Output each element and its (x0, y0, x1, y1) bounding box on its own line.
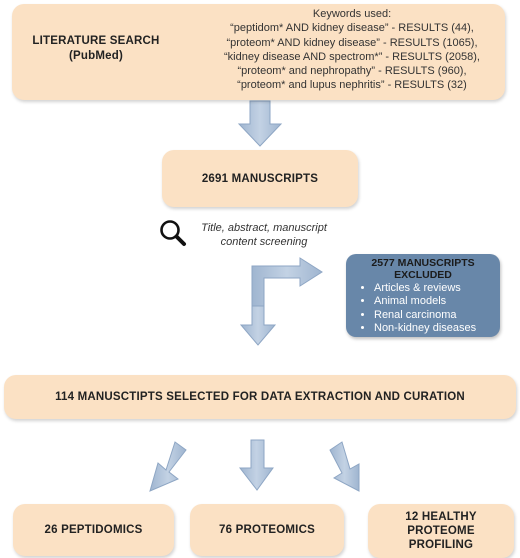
search-title-line1: LITERATURE SEARCH (32, 35, 160, 47)
healthy-line1: 12 HEALTHY (405, 511, 477, 523)
arrow-to-peptidomics (149, 441, 187, 492)
excluded-reason: Renal carcinoma (374, 309, 500, 322)
arrow-to-selected (239, 305, 277, 346)
excluded-reason: Animal models (374, 295, 500, 308)
healthy-proteome-box: 12 HEALTHY PROTEOME PROFILING (368, 504, 514, 558)
screening-line1: Title, abstract, manuscript (201, 222, 327, 234)
excluded-title-line1: 2577 MANUSCRIPTS (371, 257, 475, 269)
peptidomics-box: 26 PEPTIDOMICS (13, 504, 174, 556)
literature-search-title: LITERATURE SEARCH (PubMed) (16, 34, 176, 64)
arrow-to-healthy (329, 441, 360, 492)
excluded-box: 2577 MANUSCRIPTS EXCLUDED Articles & rev… (346, 254, 500, 337)
selected-label: 114 MANUSCTIPTS SELECTED FOR DATA EXTRAC… (55, 391, 465, 403)
excluded-title-line2: EXCLUDED (394, 269, 452, 281)
healthy-proteome-label: 12 HEALTHY PROTEOME PROFILING (405, 510, 476, 552)
keyword-item: “peptidom* AND kidney disease” - RESULTS… (230, 22, 474, 35)
peptidomics-label: 26 PEPTIDOMICS (44, 524, 143, 536)
arrow-to-proteomics (238, 439, 274, 491)
selected-manuscripts-box: 114 MANUSCTIPTS SELECTED FOR DATA EXTRAC… (4, 375, 516, 419)
healthy-line2: PROTEOME (407, 525, 475, 537)
keyword-item: “proteom* and nephropathy” - RESULTS (96… (237, 65, 467, 78)
magnifier-icon (160, 220, 186, 246)
keywords-header: Keywords used: (312, 8, 392, 20)
keywords-list: Keywords used: “peptidom* AND kidney dis… (202, 7, 502, 93)
proteomics-box: 76 PROTEOMICS (190, 504, 344, 556)
healthy-line3: PROFILING (408, 539, 474, 551)
excluded-reasons-list: Articles & reviews Animal models Renal c… (346, 282, 500, 335)
excluded-reason: Non-kidney diseases (374, 322, 500, 335)
excluded-reason: Articles & reviews (374, 282, 500, 295)
search-title-line2: (PubMed) (69, 50, 123, 62)
arrow-search-to-manuscripts (237, 100, 283, 147)
literature-search-box: LITERATURE SEARCH (PubMed) Keywords used… (12, 4, 505, 100)
screening-line2: content screening (220, 236, 308, 248)
excluded-title: 2577 MANUSCRIPTS EXCLUDED (346, 257, 500, 281)
keyword-item: “proteom* AND kidney disease” - RESULTS … (226, 36, 478, 49)
keyword-item: “kidney disease AND spectrom*” - RESULTS… (224, 50, 480, 63)
proteomics-label: 76 PROTEOMICS (219, 524, 315, 536)
screening-note: Title, abstract, manuscript content scre… (189, 221, 339, 249)
manuscripts-box: 2691 MANUSCRIPTS (162, 150, 358, 207)
manuscripts-label: 2691 MANUSCRIPTS (201, 172, 319, 185)
keyword-item: “proteom* and lupus nephritis” - RESULTS… (237, 79, 467, 92)
arrow-split-exclusion (251, 257, 323, 307)
